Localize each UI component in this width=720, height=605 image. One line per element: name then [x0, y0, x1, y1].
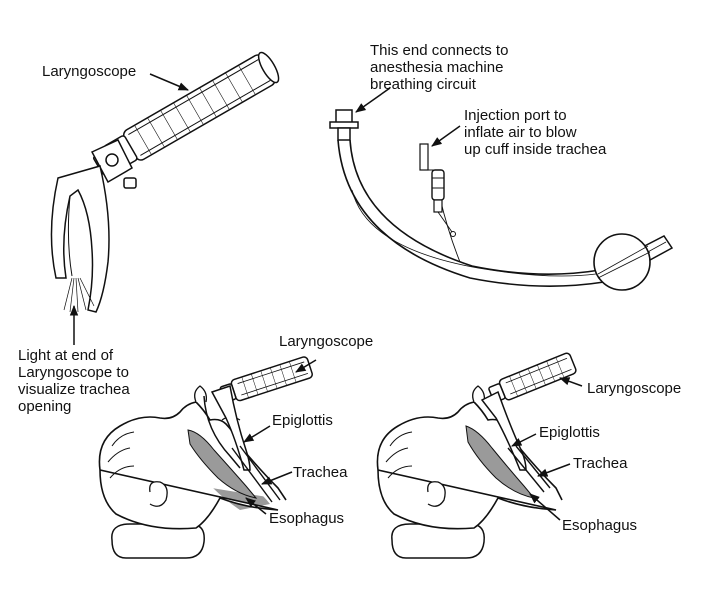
- arrow-connects-end: [355, 87, 391, 113]
- arrow-right-trachea: [537, 463, 571, 477]
- label-left-trachea: Trachea: [293, 464, 348, 481]
- arrow-laryngoscope-top: [149, 73, 189, 91]
- label-line: Laryngoscope to: [18, 364, 129, 381]
- label-line: This end connects to: [370, 42, 509, 59]
- label-line: Light at end of: [18, 347, 114, 364]
- label-light-end: Light at end of Laryngoscope to visualiz…: [18, 347, 130, 415]
- arrow-left-laryngoscope: [295, 359, 317, 373]
- arrow-right-laryngoscope: [559, 377, 583, 387]
- endotracheal-tube-drawing: [329, 109, 674, 291]
- label-laryngoscope-top: Laryngoscope: [42, 63, 137, 80]
- label-line: up cuff inside trachea: [464, 141, 607, 158]
- label-right-esophagus: Esophagus: [562, 517, 638, 534]
- label-right-trachea: Trachea: [573, 455, 628, 472]
- arrow-injection-port: [431, 125, 461, 147]
- label-injection-port: Injection port to inflate air to blow up…: [464, 107, 606, 158]
- patient-head-right: [376, 352, 577, 559]
- arrow-left-esophagus: [245, 497, 267, 515]
- patient-head-left: [98, 356, 313, 559]
- label-line: opening: [18, 398, 72, 415]
- label-left-epiglottis: Epiglottis: [272, 412, 333, 429]
- arrow-left-epiglottis: [243, 425, 271, 443]
- label-connects-end: This end connects to anesthesia machine …: [370, 42, 508, 93]
- label-line: anesthesia machine: [370, 59, 504, 76]
- label-line: visualize trachea: [18, 381, 130, 398]
- label-right-epiglottis: Epiglottis: [539, 424, 600, 441]
- label-line: inflate air to blow: [464, 124, 577, 141]
- label-line: breathing circuit: [370, 76, 476, 93]
- arrow-left-trachea: [261, 471, 293, 485]
- arrow-right-esophagus: [529, 493, 561, 521]
- arrow-right-epiglottis: [511, 433, 537, 447]
- label-left-esophagus: Esophagus: [269, 510, 345, 527]
- label-right-laryngoscope: Laryngoscope: [587, 380, 682, 397]
- label-left-laryngoscope: Laryngoscope: [279, 333, 374, 350]
- laryngoscope-drawing: [50, 51, 280, 313]
- label-line: Injection port to: [464, 107, 567, 124]
